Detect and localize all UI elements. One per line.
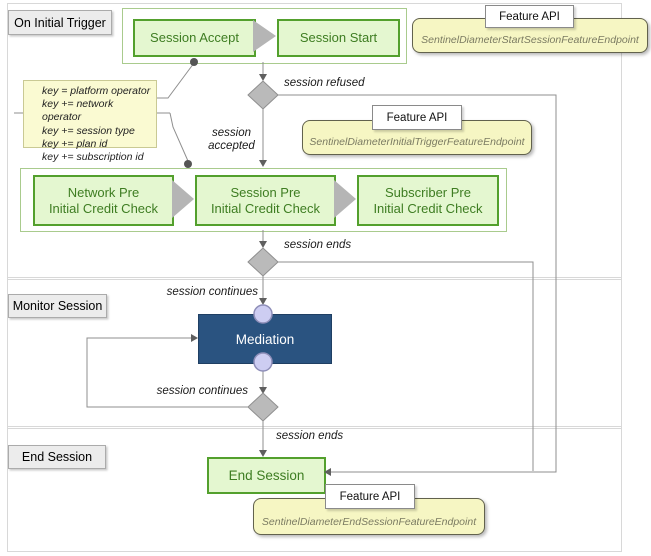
lane-label-on-initial-trigger: On Initial Trigger (8, 10, 112, 35)
lane-label-end-session: End Session (8, 445, 106, 469)
note-line-4: key += plan id (42, 137, 108, 150)
node-session-accept: Session Accept (133, 19, 256, 57)
note-line-1: key = platform operator (42, 85, 151, 97)
note-line-3: key += session type (42, 124, 135, 137)
edge-label-session-refused: session refused (284, 77, 365, 89)
endpoint-end-session: SentinelDiameterEndSessionFeatureEndpoin… (253, 498, 485, 535)
edge-label-session-continues-top: session continues (166, 286, 258, 298)
lane-label-monitor-session: Monitor Session (8, 294, 107, 318)
feature-api-tag-3: Feature API (325, 484, 415, 509)
key-note: key = platform operator key += network o… (23, 80, 157, 163)
node-end-session: End Session (207, 457, 326, 494)
node-session-start: Session Start (277, 19, 400, 57)
edge-label-session-ends-top: session ends (284, 239, 352, 251)
node-network-pre-initial-credit-check: Network Pre Initial Credit Check (33, 175, 174, 226)
feature-api-tag-2: Feature API (372, 105, 462, 130)
feature-api-tag-1: Feature API (485, 5, 574, 28)
node-session-pre-initial-credit-check: Session Pre Initial Credit Check (195, 175, 336, 226)
node-mediation: Mediation (198, 314, 332, 364)
edge-label-session-ends-bottom: session ends (276, 430, 344, 442)
edge-label-session-continues-bottom: session continues (156, 385, 248, 397)
endpoint-start-session: SentinelDiameterStartSessionFeatureEndpo… (412, 18, 648, 53)
note-line-5: key += subscription id (42, 151, 144, 164)
edge-label-session-accepted: session accepted (208, 127, 255, 152)
node-subscriber-pre-initial-credit-check: Subscriber Pre Initial Credit Check (357, 175, 499, 226)
note-line-2: key += network operator (42, 98, 114, 124)
